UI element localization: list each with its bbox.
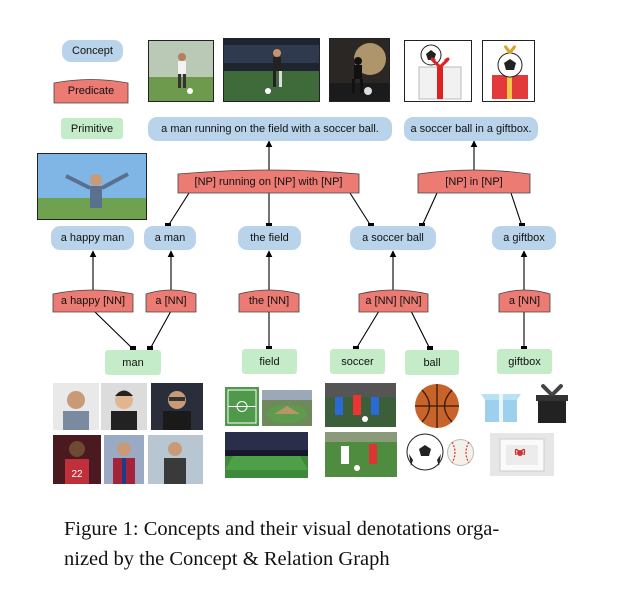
- man-photo-6: [148, 435, 203, 484]
- field-photo-1: [225, 387, 259, 426]
- edge-giftbox-in: [510, 192, 523, 227]
- concept-the-field: the field: [238, 226, 301, 250]
- concept-a-man: a man: [144, 226, 196, 250]
- primitive-soccer-label: soccer: [341, 355, 374, 368]
- concept-man-running-field-soccer-ball: a man running on the field with a soccer…: [148, 117, 392, 141]
- primitive-field: field: [242, 349, 297, 374]
- edge-soccer-a-nn-nn: [355, 310, 380, 350]
- edge-ball-a-nn-nn: [410, 310, 431, 350]
- man-photo-2: [101, 383, 147, 430]
- soccer-photo-5: [325, 432, 397, 477]
- predicate-a-nn-2-label: a [NN]: [508, 295, 541, 307]
- concept-a-man-label: a man: [154, 232, 186, 244]
- soccer-photo-1: [148, 40, 214, 102]
- concept-ball-giftbox-label: a soccer ball in a giftbox.: [410, 123, 532, 135]
- concept-soccer-ball-in-giftbox: a soccer ball in a giftbox.: [404, 117, 538, 141]
- edge-man-a-nn: [149, 310, 172, 350]
- edge-square-ball: [427, 346, 433, 352]
- edge-soccer-ball-running: [349, 192, 372, 227]
- edge-square-man-2: [147, 346, 153, 352]
- predicate-a-nn-2: a [NN]: [498, 289, 551, 313]
- giftbox-ball-photo-1: [404, 40, 472, 102]
- predicate-shape: [238, 289, 300, 313]
- legend-concept: Concept: [62, 40, 123, 62]
- concept-a-giftbox: a giftbox: [492, 226, 556, 250]
- ball-photo-basketball: [410, 381, 464, 431]
- predicate-the-nn: the [NN]: [238, 289, 300, 313]
- giftbox-photo-white: [490, 433, 554, 476]
- predicate-a-nn-nn: a [NN] [NN]: [358, 289, 429, 313]
- ball-photo-baseball: [445, 437, 476, 468]
- field-photo-3: [225, 432, 308, 478]
- primitive-ball: ball: [405, 350, 459, 375]
- figure-caption: Figure 1: Concepts and their visual deno…: [64, 514, 594, 574]
- edge-man-a-happy: [93, 310, 134, 350]
- man-photo-5: [104, 435, 144, 484]
- legend-concept-label: Concept: [72, 45, 113, 57]
- primitive-man: man: [105, 350, 161, 375]
- predicate-a-nn-1-label: a [NN]: [155, 295, 187, 307]
- giftbox-photo-black: [530, 381, 574, 426]
- predicate-shape: [417, 169, 531, 194]
- happy-man-photo: [37, 153, 147, 220]
- predicate-shape: [53, 79, 129, 104]
- predicate-a-nn-nn-label: a [NN] [NN]: [365, 295, 422, 307]
- man-photo-1: [53, 383, 99, 430]
- edge-a-man-running: [167, 192, 190, 227]
- legend-predicate-label: Predicate: [67, 85, 115, 97]
- concept-giftbox-label: a giftbox: [503, 232, 545, 244]
- predicate-shape: [52, 289, 134, 313]
- svg-text:22: 22: [71, 469, 83, 480]
- concept-a-soccer-ball: a soccer ball: [350, 226, 436, 250]
- primitive-field-label: field: [259, 355, 280, 368]
- legend-primitive: Primitive: [61, 118, 123, 139]
- predicate-the-label: the [NN]: [248, 295, 290, 307]
- edge-soccer-ball-in: [421, 192, 438, 227]
- predicate-running-label: [NP] running on [NP] with [NP]: [194, 175, 343, 188]
- predicate-a-happy-nn: a happy [NN]: [52, 289, 134, 313]
- ball-photo-soccer: [405, 432, 445, 472]
- predicate-a-nn-1: a [NN]: [145, 289, 197, 313]
- concept-a-happy-man: a happy man: [51, 226, 134, 250]
- caption-line-1: Figure 1: Concepts and their visual deno…: [64, 518, 500, 540]
- primitive-man-label: man: [122, 356, 144, 369]
- primitive-ball-label: ball: [423, 356, 441, 369]
- giftbox-ball-photo-2: [482, 40, 535, 102]
- concept-man-running-label: a man running on the field with a soccer…: [161, 123, 379, 135]
- man-photo-4: 22: [53, 435, 101, 484]
- predicate-running-on-with: [NP] running on [NP] with [NP]: [177, 169, 360, 194]
- predicate-in-label: [NP] in [NP]: [445, 175, 503, 188]
- soccer-photo-4: [325, 383, 396, 427]
- giftbox-photo-blue: [477, 384, 525, 426]
- man-photo-3: [151, 383, 203, 430]
- predicate-shape: [358, 289, 429, 313]
- predicate-a-happy-label: a happy [NN]: [60, 295, 126, 307]
- predicate-shape: [498, 289, 551, 313]
- concept-happy-man-label: a happy man: [60, 232, 125, 244]
- predicate-in: [NP] in [NP]: [417, 169, 531, 194]
- predicate-shape: [177, 169, 360, 194]
- concept-the-field-label: the field: [250, 232, 289, 244]
- legend-primitive-label: Primitive: [70, 122, 114, 135]
- primitive-giftbox: giftbox: [497, 349, 552, 374]
- caption-line-2: nized by the Concept & Relation Graph: [64, 548, 390, 570]
- primitive-soccer: soccer: [330, 349, 385, 374]
- primitive-giftbox-label: giftbox: [508, 355, 541, 368]
- legend-predicate: Predicate: [53, 79, 129, 104]
- edge-square-man-1: [130, 346, 136, 352]
- soccer-photo-3: [329, 38, 390, 102]
- field-photo-2: [262, 390, 312, 426]
- concept-soccer-ball-label: a soccer ball: [362, 232, 424, 244]
- predicate-shape: [145, 289, 197, 313]
- soccer-photo-2: [223, 38, 320, 102]
